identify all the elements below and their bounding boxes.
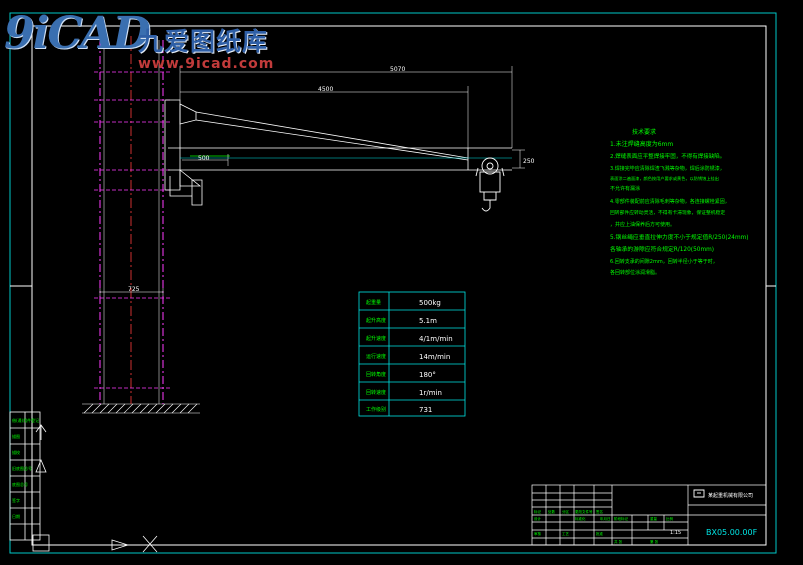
title-label: 阶段标记: [614, 516, 628, 521]
ucs-icon: [32, 424, 158, 553]
side-panel: [9, 411, 41, 541]
tech-req-line: ，并应上油保养后方可使用。: [610, 221, 675, 228]
spec-label: 运行速度: [366, 353, 386, 360]
side-panel-label: 借(通)用件登记: [12, 417, 39, 423]
side-panel-label: 描图: [12, 433, 20, 439]
title-label: 分区: [562, 509, 570, 514]
spec-value: 500kg: [419, 299, 441, 307]
title-label: 设计: [534, 516, 542, 521]
tech-req-line: 1.未注焊缝高度为6mm: [610, 140, 673, 148]
dim-label-base-width: 725: [128, 286, 140, 293]
title-label: 比例: [666, 516, 674, 521]
spec-value: 180°: [419, 371, 436, 379]
side-panel-label: 日期: [12, 513, 20, 519]
spec-label: 起重量: [366, 299, 381, 306]
sheet-inner-frame: [31, 25, 767, 546]
title-drawing-number: BX05.00.00F: [706, 528, 758, 537]
title-company: 某起重机械有限公司: [708, 492, 753, 499]
spec-label: 起升高度: [366, 317, 386, 324]
spec-value: 1r/min: [419, 389, 442, 397]
spec-value: 731: [419, 406, 432, 414]
spec-value: 4/1m/min: [419, 335, 453, 343]
dim-lines-top: [179, 66, 525, 169]
dim-base-width: [99, 288, 164, 296]
title-label: 共 张: [614, 539, 623, 544]
tech-req-line: 6.回转支承的间隙2mm，回转半径小于等于时，: [610, 258, 718, 265]
side-panel-label: 签字: [12, 497, 20, 503]
dim-label-arm-length: 4500: [318, 86, 333, 93]
spec-label: 回转速度: [366, 389, 386, 396]
tech-req-title: 技术要求: [632, 128, 656, 136]
ground-hatch: [82, 403, 200, 414]
tech-req-line: 不允许有漏涂: [610, 185, 640, 192]
spec-table: [358, 291, 466, 417]
title-label: 年月日: [600, 516, 611, 521]
spec-label: 工作级别: [366, 406, 386, 413]
tech-req-line: 表面涂二遍面漆，颜色按用户要求或黄色，以防锈蚀上挂出: [610, 175, 719, 182]
tech-req-line: 各回转部位涂润滑脂。: [610, 269, 660, 276]
watermark: 9iCAD 九爱图纸库 www.9icad.com: [0, 8, 300, 78]
title-label: 标记: [534, 509, 542, 514]
jib-arm: [164, 99, 512, 206]
title-block: [531, 484, 767, 546]
spec-value: 14m/min: [419, 353, 450, 361]
watermark-logo: 9iCAD: [4, 8, 151, 59]
watermark-site-name: 九爱图纸库: [138, 27, 269, 56]
tech-req-line: 2.焊缝表面应平整焊接牢固，不得有焊接缺陷。: [610, 152, 725, 160]
title-label: 第 张: [650, 539, 659, 544]
tech-req-line: 回转部件应转动灵活，不得有卡滞现象，保证整机稳定: [610, 209, 725, 216]
tech-req-line: 各轴承的游隙应符合规定R/120(50mm): [610, 245, 714, 253]
sheet-outer-border: [9, 12, 777, 554]
company-logo-icon: [693, 489, 705, 498]
tech-req-line: 4.零部件装配前应清除毛刺等杂物，各连接螺栓紧固，: [610, 198, 730, 205]
tech-req-line: 5.钢丝绳应垂直拉伸力度不小于规定值R/250(24mm): [610, 233, 749, 241]
dim-label-hook-drop: 250: [523, 158, 535, 165]
title-scale: 1:15: [670, 530, 681, 536]
spec-value: 5.1m: [419, 317, 437, 325]
side-panel-label: 旧底图总号: [12, 465, 32, 471]
title-label: 处数: [548, 509, 556, 514]
side-panel-label: 底图总号: [12, 481, 28, 487]
dim-label-total-span: 5070: [390, 66, 405, 73]
side-panel-label: 描校: [12, 449, 20, 455]
title-label: 更改文件号: [575, 509, 593, 514]
pillar: [94, 36, 170, 404]
spec-label: 回转角度: [366, 371, 386, 378]
title-label: 标准化: [575, 516, 586, 521]
title-label: 工艺: [562, 531, 570, 536]
title-label: 重量: [650, 516, 658, 521]
spec-label: 起升速度: [366, 335, 386, 342]
watermark-url[interactable]: www.9icad.com: [138, 56, 275, 72]
title-label: 签名: [596, 509, 603, 514]
title-label: 审核: [534, 531, 542, 536]
title-label: 批准: [596, 531, 604, 536]
tech-req-line: 3.焊接完毕应清除焊渣飞溅等杂物，焊后涂防锈漆，: [610, 165, 725, 172]
hoist-trolley: [475, 157, 505, 212]
dim-label-slot-length: 500: [198, 155, 210, 162]
